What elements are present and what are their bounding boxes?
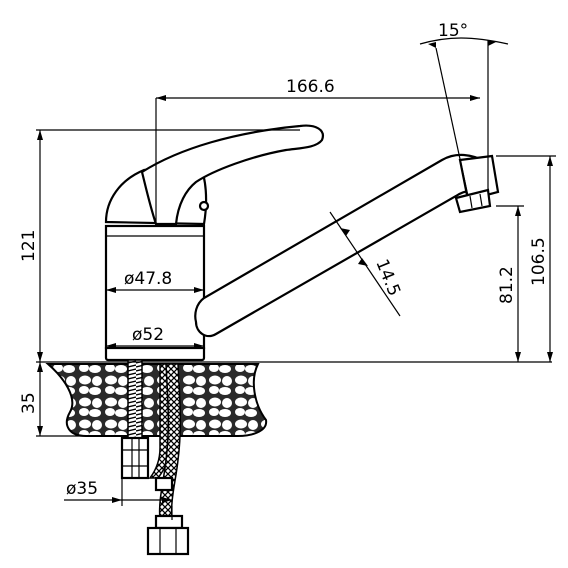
spout (194, 153, 488, 338)
body-cylinder (104, 224, 206, 350)
spout-top-height-label: 106.5 (529, 237, 549, 286)
lever-handle (140, 124, 324, 226)
total-height-label: 121 (19, 230, 39, 262)
dimension-labels: 15° 166.6 121 ø47.8 ø52 14.5 81.2 106.5 … (19, 21, 549, 499)
hose-fitting-nut (146, 526, 190, 556)
threaded-stud (127, 359, 143, 439)
countertop (45, 363, 268, 437)
spout-reach-label: 166.6 (286, 77, 335, 97)
spout-thickness-label: 14.5 (371, 256, 404, 299)
hose-fitting-top (154, 514, 184, 530)
mounting-nut (120, 436, 150, 480)
hose-fitting-end (154, 476, 174, 492)
angle-label: 15° (438, 21, 468, 41)
base-diameter-label: ø52 (132, 325, 164, 345)
dimension-lines (36, 37, 556, 520)
body-diameter-label: ø47.8 (124, 269, 172, 289)
mount-diameter-label: ø35 (66, 479, 98, 499)
faucet-body (104, 124, 500, 362)
handle-screw (198, 200, 210, 212)
counter-thickness-label: 35 (19, 392, 39, 414)
spout-clearance-label: 81.2 (497, 266, 517, 304)
